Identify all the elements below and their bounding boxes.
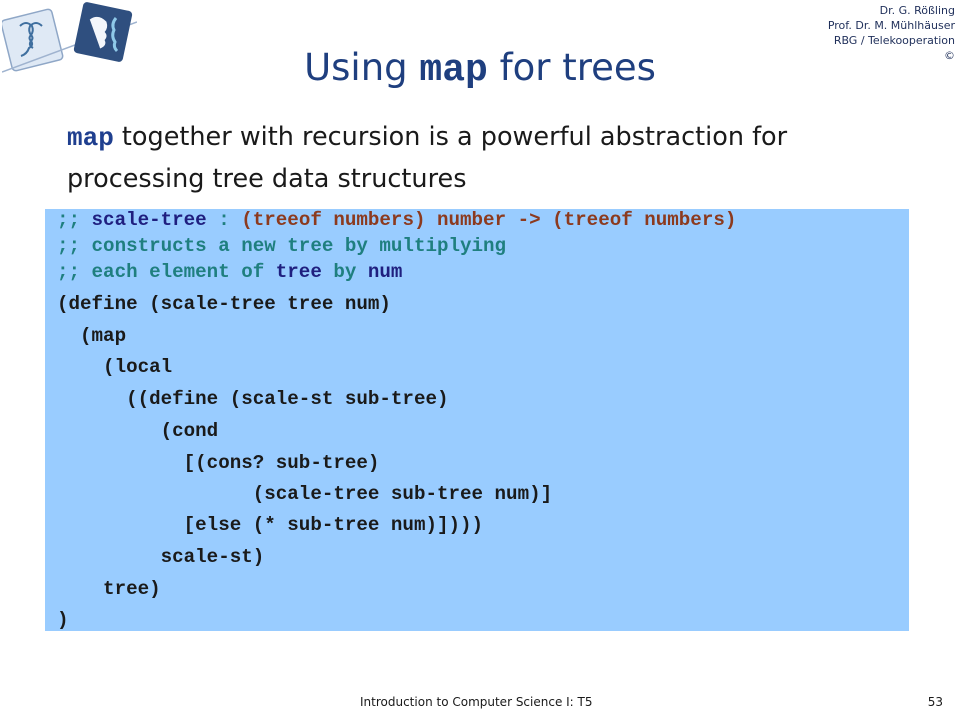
code-line: [else (* sub-tree num)]))): [57, 514, 484, 536]
code-contract-line: ;; scale-tree : (treeof numbers) number …: [57, 209, 736, 231]
comment-text: ;; each element of: [57, 261, 276, 283]
title-suffix: for trees: [487, 46, 656, 89]
slide-title: Using map for trees: [0, 46, 960, 92]
intro-keyword: map: [67, 123, 114, 153]
code-line: tree): [57, 578, 161, 600]
course-title: Introduction to Computer Science I: T5: [360, 695, 593, 709]
code-purpose-line: ;; each element of tree by num: [57, 261, 402, 283]
contract-separator: :: [206, 209, 242, 231]
function-name: scale-tree: [91, 209, 207, 231]
code-line: (map: [57, 325, 127, 347]
author-line: Dr. G. Rößling: [879, 4, 955, 17]
code-line: (define (scale-tree tree num): [57, 293, 391, 315]
code-line: (cond: [57, 420, 219, 442]
page-number: 53: [927, 695, 943, 709]
copyright-mark: ©: [944, 49, 955, 62]
code-block-background: [45, 209, 909, 631]
intro-text: together with recursion is a powerful ab…: [67, 122, 788, 194]
slide-footer: Introduction to Computer Science I: T5 5…: [0, 695, 960, 715]
code-line: (scale-tree sub-tree num)]: [57, 483, 553, 505]
comment-marker: ;;: [57, 209, 92, 231]
author-line: RBG / Telekooperation: [833, 34, 955, 47]
code-line: ): [57, 609, 69, 631]
code-purpose-line: ;; constructs a new tree by multiplying: [57, 235, 507, 257]
title-keyword: map: [419, 49, 488, 92]
comment-text: by: [321, 261, 368, 283]
code-line: scale-st): [57, 546, 265, 568]
intro-paragraph: map together with recursion is a powerfu…: [67, 117, 927, 200]
code-line: (local: [57, 356, 173, 378]
author-block: Dr. G. Rößling Prof. Dr. M. Mühlhäuser R…: [828, 3, 955, 63]
contract-type: (treeof numbers) number -> (treeof numbe…: [241, 209, 737, 231]
title-prefix: Using: [304, 46, 420, 89]
param-name: tree: [275, 261, 322, 283]
param-name: num: [367, 261, 403, 283]
code-line: ((define (scale-st sub-tree): [57, 388, 449, 410]
face-profile-icon-right: [73, 2, 133, 62]
department-logo: [2, 2, 137, 73]
code-line: [(cons? sub-tree): [57, 452, 380, 474]
author-line: Prof. Dr. M. Mühlhäuser: [827, 19, 955, 32]
